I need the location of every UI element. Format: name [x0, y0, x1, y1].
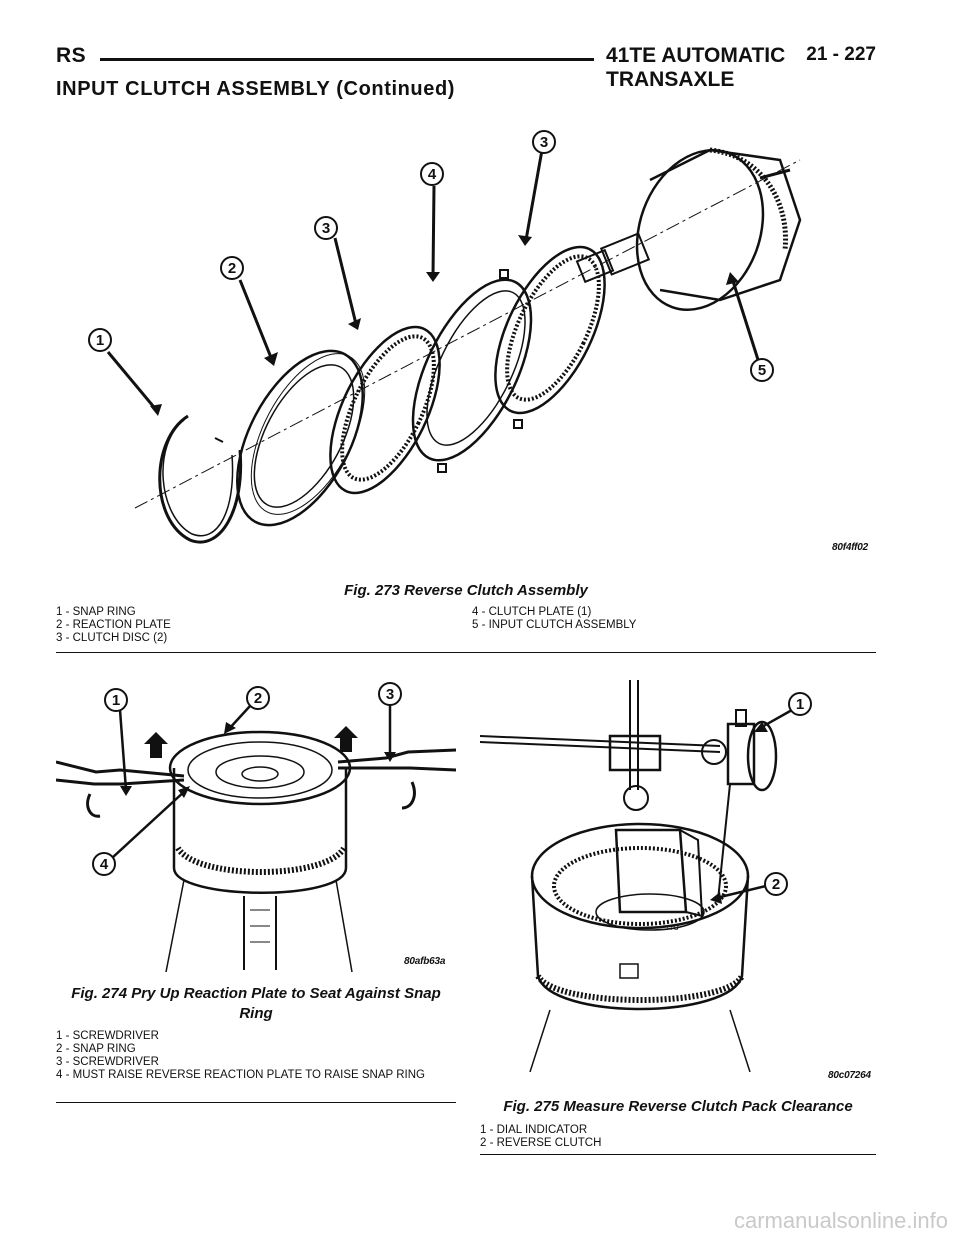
fig273-legend-left: 1 - SNAP RING 2 - REACTION PLATE 3 - CLU… — [56, 606, 171, 645]
legend-item: 2 - REACTION PLATE — [56, 619, 171, 631]
fig273-caption: Fig. 273 Reverse Clutch Assembly — [344, 582, 588, 599]
fig275-caption: Fig. 275 Measure Reverse Clutch Pack Cle… — [503, 1098, 853, 1115]
fig273-callout-2: 2 — [228, 260, 236, 277]
page-header: RS 41TE AUTOMATIC TRANSAXLE 21 - 227 — [56, 44, 876, 91]
legend-item: 4 - MUST RAISE REVERSE REACTION PLATE TO… — [56, 1069, 425, 1081]
legend-item: 3 - CLUTCH DISC (2) — [56, 632, 168, 644]
clutch-disc-part-a — [329, 325, 441, 495]
fig274-legend: 1 - SCREWDRIVER 2 - SNAP RING 3 - SCREWD… — [56, 1030, 456, 1082]
section-code: RS — [56, 44, 87, 67]
watermark-text: carmanualsonline.info — [733, 1208, 948, 1233]
fig274-callout-2: 2 — [254, 690, 262, 707]
reaction-plate-part — [235, 349, 366, 527]
fig275-callout-2: 2 — [772, 876, 780, 893]
header-title: 41TE AUTOMATIC TRANSAXLE — [606, 44, 786, 91]
legend-item: 2 - SNAP RING — [56, 1043, 136, 1055]
fig273-callout-3a: 3 — [322, 220, 330, 237]
fig273-callout-5: 5 — [758, 362, 766, 379]
fig274-code: 80afb63a — [404, 956, 446, 967]
fig273-callout-3b: 3 — [540, 134, 548, 151]
section-title: INPUT CLUTCH ASSEMBLY (Continued) — [56, 78, 456, 100]
figure-275-illustration: ∩o 1 2 — [480, 680, 880, 1072]
input-clutch-assembly-part — [575, 147, 802, 311]
fig273-code: 80f4ff02 — [832, 542, 869, 553]
page-number: 21 - 227 — [806, 44, 876, 65]
legend-item: 2 - REVERSE CLUTCH — [480, 1137, 602, 1149]
fig273-legend-right: 4 - CLUTCH PLATE (1) 5 - INPUT CLUTCH AS… — [472, 606, 636, 632]
legend-item: 1 - SCREWDRIVER — [56, 1030, 159, 1042]
fig274-callout-4: 4 — [100, 856, 109, 873]
header-rule — [100, 58, 594, 61]
fig275-callout-1: 1 — [796, 696, 804, 713]
fig275-legend: 1 - DIAL INDICATOR 2 - REVERSE CLUTCH — [480, 1124, 601, 1150]
fig274-caption: Fig. 274 Pry Up Reaction Plate to Seat A… — [71, 985, 441, 1022]
legend-item: 1 - SNAP RING — [56, 606, 136, 618]
fig273-rule — [56, 652, 876, 653]
clutch-disc-part-b — [494, 245, 606, 415]
legend-item: 5 - INPUT CLUTCH ASSEMBLY — [472, 619, 637, 631]
legend-item: 3 - SCREWDRIVER — [56, 1056, 159, 1068]
fig274-callout-1: 1 — [112, 692, 120, 709]
snap-ring-part — [158, 414, 243, 544]
legend-item: 4 - CLUTCH PLATE (1) — [472, 606, 592, 618]
fig275-code: 80c07264 — [828, 1070, 871, 1081]
fig273-callout-1: 1 — [96, 332, 104, 349]
fig274-callout-3: 3 — [386, 686, 394, 703]
legend-item: 1 - DIAL INDICATOR — [480, 1124, 588, 1136]
fig274-rule — [56, 1102, 456, 1103]
fig273-callout-4: 4 — [428, 166, 437, 183]
svg-text:∩o: ∩o — [666, 922, 679, 933]
fig275-rule — [480, 1154, 876, 1155]
figure-274-illustration: 1 2 3 4 — [56, 680, 456, 972]
figure-273-illustration: 1 2 3 4 3 5 — [60, 120, 880, 570]
